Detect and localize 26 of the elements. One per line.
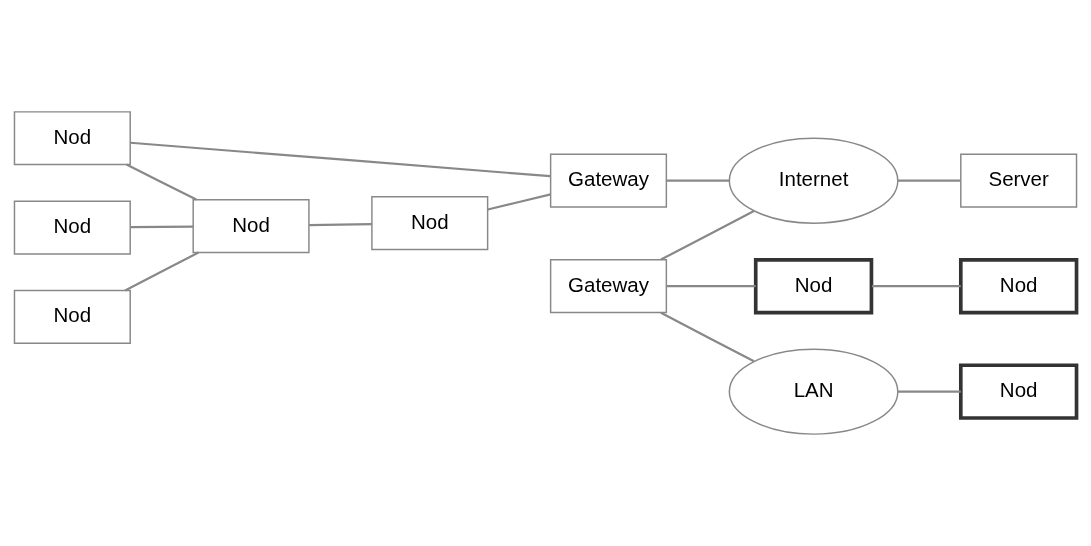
node-box: Nod bbox=[192, 199, 310, 254]
connector bbox=[871, 285, 961, 288]
connector bbox=[666, 285, 756, 288]
connector bbox=[130, 141, 551, 178]
connector bbox=[124, 251, 199, 292]
node-box: Nod bbox=[958, 258, 1079, 315]
node-ellipse: LAN bbox=[728, 348, 899, 435]
node-box: Nod bbox=[958, 363, 1079, 420]
node-box: Nod bbox=[371, 196, 489, 251]
node-box: Nod bbox=[753, 258, 874, 315]
node-box: Gateway bbox=[549, 259, 668, 314]
node-box: Nod bbox=[13, 200, 131, 255]
node-box: Gateway bbox=[549, 153, 668, 208]
connector bbox=[660, 311, 755, 363]
connector bbox=[660, 210, 755, 261]
node-box: Server bbox=[960, 153, 1078, 208]
connector bbox=[126, 163, 197, 201]
connector bbox=[487, 193, 551, 211]
connector bbox=[309, 223, 372, 227]
connector bbox=[897, 179, 961, 182]
node-ellipse: Internet bbox=[728, 137, 899, 224]
connector bbox=[897, 390, 961, 393]
node-box: Nod bbox=[13, 111, 131, 166]
connector bbox=[130, 225, 194, 229]
connector bbox=[666, 179, 730, 182]
node-box: Nod bbox=[13, 289, 131, 345]
